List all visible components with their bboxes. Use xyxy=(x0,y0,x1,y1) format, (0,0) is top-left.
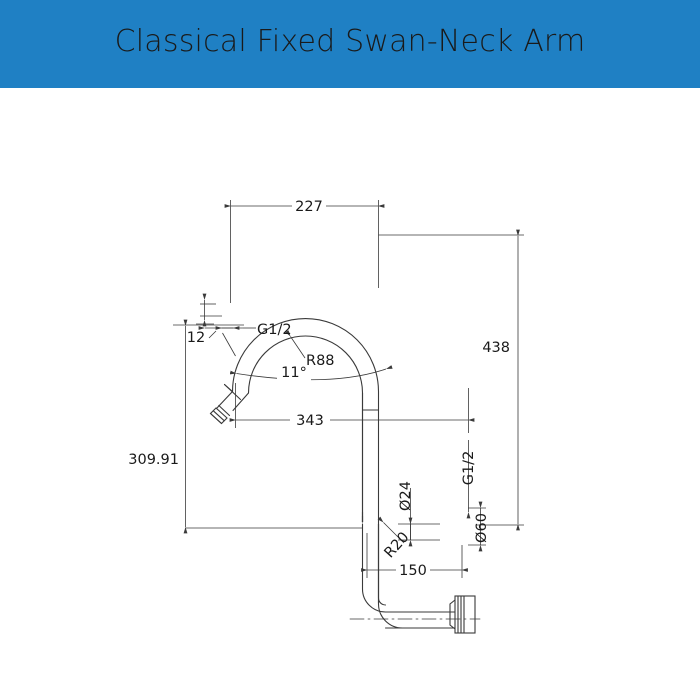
label-bg-150 xyxy=(396,560,430,580)
flange-wall-face xyxy=(449,599,456,630)
arc-outer-profile xyxy=(231,318,380,393)
label-bg-343 xyxy=(290,410,330,430)
elbow-lower-outer-arc xyxy=(377,523,456,629)
dim-label-d60: Ø60 xyxy=(474,513,490,543)
label-bg-11deg xyxy=(277,363,311,382)
spout-outlet-head xyxy=(209,383,250,425)
dim-label-d24: Ø24 xyxy=(398,481,414,511)
dim-label-343: 343 xyxy=(296,413,324,429)
label-bg-227 xyxy=(292,196,326,216)
wall-flange-body xyxy=(454,595,476,634)
dim-label-angle-11: 11° xyxy=(281,365,307,381)
leader-r88 xyxy=(285,330,306,359)
dim-label-g12-inlet: G1/2 xyxy=(461,451,477,486)
swan-neck-arm-drawing: 227 438 309.91 343 11° 12 G1/2 R88 R20 Ø… xyxy=(128,196,524,634)
outlet-face-edge xyxy=(209,412,223,425)
dim-label-227: 227 xyxy=(295,199,323,215)
dim-label-438: 438 xyxy=(482,340,510,356)
outlet-thread-seam-1 xyxy=(212,410,225,422)
dim-label-r88: R88 xyxy=(306,353,335,369)
page-title: Classical Fixed Swan-Neck Arm xyxy=(114,24,586,59)
dim-label-g12-outlet: G1/2 xyxy=(257,322,292,338)
dim-label-309-91: 309.91 xyxy=(128,452,179,468)
dim-label-r20: R20 xyxy=(382,529,413,561)
dim-label-12: 12 xyxy=(187,330,205,346)
ext-line-angle-leading xyxy=(222,332,236,357)
dim-label-150: 150 xyxy=(399,563,427,579)
dim-arc-11-degrees xyxy=(229,365,393,381)
dimension-lines-group xyxy=(173,200,524,578)
leader-12 xyxy=(208,330,217,339)
technical-drawing-canvas: 227 438 309.91 343 11° 12 G1/2 R88 R20 Ø… xyxy=(0,88,700,700)
leader-r20 xyxy=(377,516,405,544)
outlet-neck-left-upper xyxy=(223,383,234,393)
header-banner: Classical Fixed Swan-Neck Arm xyxy=(0,0,700,88)
outlet-thread-seam-2 xyxy=(218,404,231,417)
elbow-bottom-edge xyxy=(377,523,387,606)
part-outline-group xyxy=(209,318,481,634)
elbow-top-edge xyxy=(361,523,456,613)
